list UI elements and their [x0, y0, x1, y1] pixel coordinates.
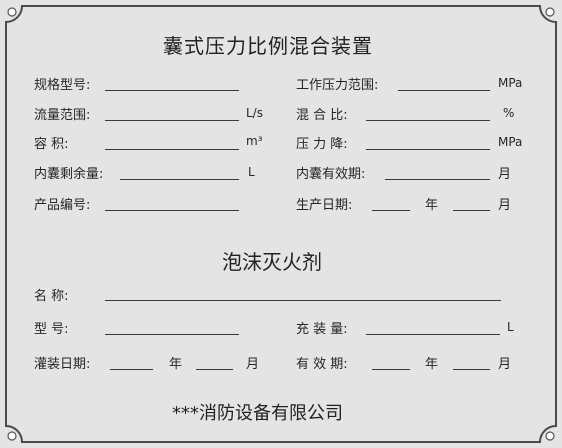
production-month-unit: 月	[498, 198, 512, 213]
rivet-hole-top-right	[545, 7, 555, 17]
fill-year-unit: 年	[169, 357, 183, 372]
product-no-line	[105, 210, 239, 211]
work-pressure-unit: MPa	[498, 76, 523, 90]
flow-label: 流量范围:	[34, 108, 91, 123]
fill-amount-unit: L	[507, 320, 514, 334]
rivet-hole-bottom-right	[545, 431, 555, 441]
pressure-drop-label: 压 力 降:	[296, 137, 348, 152]
plate-title: 囊式压力比例混合装置	[163, 34, 373, 58]
work-pressure-label: 工作压力范围:	[296, 78, 379, 93]
bladder-validity-line	[385, 179, 490, 180]
rivet-hole-bottom-left	[7, 431, 17, 441]
mix-ratio-unit: %	[503, 106, 515, 120]
rivet-hole-top-left	[7, 7, 17, 17]
foam-agent-title: 泡沫灭火剂	[222, 250, 322, 274]
bladder-residual-label: 内囊剩余量:	[34, 167, 104, 182]
product-no-label: 产品编号:	[34, 198, 91, 213]
volume-label: 容 积:	[34, 137, 69, 152]
flow-line	[105, 120, 239, 121]
bladder-validity-label: 内囊有效期:	[296, 167, 366, 182]
model-line	[105, 90, 239, 91]
agent-type-label: 型 号:	[34, 322, 69, 337]
volume-unit: m³	[246, 134, 263, 148]
bladder-residual-line	[120, 179, 239, 180]
agent-name-label: 名 称:	[34, 289, 69, 304]
validity-year-line	[372, 369, 410, 370]
flow-unit: L/s	[246, 106, 263, 120]
validity-month-line	[453, 369, 490, 370]
mix-ratio-line	[366, 120, 490, 121]
fill-year-line	[110, 369, 153, 370]
mix-ratio-label: 混 合 比:	[296, 108, 348, 123]
agent-name-line	[105, 300, 501, 301]
bladder-residual-unit: L	[248, 165, 255, 179]
fill-date-label: 灌装日期:	[34, 357, 91, 372]
pressure-drop-line	[366, 149, 490, 150]
fill-amount-label: 充 装 量:	[296, 322, 348, 337]
production-month-line	[453, 210, 490, 211]
validity-label: 有 效 期:	[296, 357, 348, 372]
pressure-drop-unit: MPa	[498, 135, 523, 149]
volume-line	[105, 149, 239, 150]
validity-month-unit: 月	[498, 357, 512, 372]
bladder-validity-unit: 月	[498, 167, 512, 182]
agent-type-line	[105, 334, 239, 335]
fill-month-line	[196, 369, 233, 370]
company-name: ***消防设备有限公司	[172, 403, 343, 424]
production-year-line	[372, 210, 410, 211]
production-year-unit: 年	[425, 198, 439, 213]
fill-month-unit: 月	[246, 357, 260, 372]
work-pressure-line	[398, 90, 490, 91]
validity-year-unit: 年	[425, 357, 439, 372]
model-label: 规格型号:	[34, 78, 91, 93]
fill-amount-line	[366, 334, 500, 335]
production-date-label: 生产日期:	[296, 198, 353, 213]
